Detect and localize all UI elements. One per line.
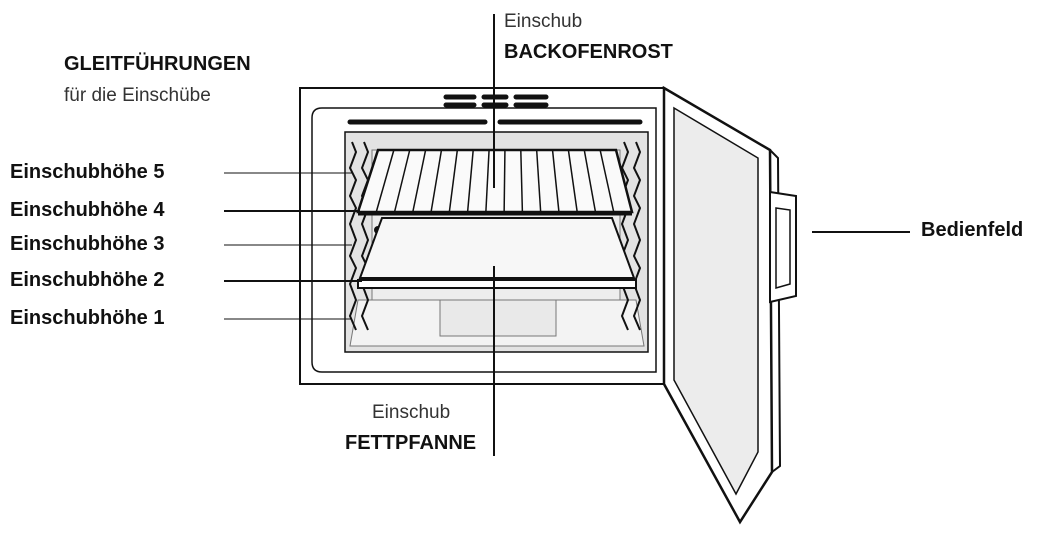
label-backofenrost: BACKOFENROST: [504, 41, 673, 63]
leader-lines: [224, 14, 910, 456]
label-einschubhoehe-4: Einschubhöhe 4: [10, 199, 165, 221]
label-gleitfuehrungen-sub: für die Einschübe: [64, 85, 211, 106]
rack-bar: [375, 149, 395, 213]
rack-bar: [412, 149, 427, 213]
label-fettpfanne: FETTPFANNE: [345, 432, 477, 454]
label-bedienfeld: Bedienfeld: [921, 219, 1024, 241]
label-einschubhoehe-2: Einschubhöhe 2: [10, 269, 165, 291]
left-rails: [348, 141, 370, 331]
label-einschubhoehe-1: Einschubhöhe 1: [10, 307, 165, 329]
label-einschubhoehe-3: Einschubhöhe 3: [10, 233, 165, 255]
rack-bar: [551, 149, 560, 213]
rack-bar: [485, 149, 490, 213]
rack-bar: [503, 149, 506, 213]
fettpfanne-rim: [357, 279, 637, 289]
rack-bar: [535, 149, 542, 213]
rack-bar: [466, 149, 474, 213]
rack-bar: [599, 149, 615, 213]
label-pfanne-einschub: Einschub: [372, 402, 451, 423]
label-gleitfuehrungen: GLEITFÜHRUNGEN: [64, 53, 251, 75]
floor-plate: [439, 299, 557, 337]
rack-bar: [393, 149, 411, 213]
door-side: [769, 149, 782, 473]
oven-body-inner-frame: [311, 107, 657, 373]
fettpfanne: [358, 217, 636, 279]
rack-bar: [520, 149, 524, 213]
rack-bar: [583, 149, 597, 213]
rack-bar: [448, 149, 459, 213]
label-einschubhoehe-5: Einschubhöhe 5: [10, 161, 165, 183]
bedienfeld-inner: [775, 207, 791, 289]
right-rails: [620, 141, 642, 331]
rack-bar: [567, 149, 578, 213]
rack-bar: [430, 149, 443, 213]
door-glass: [673, 106, 759, 496]
label-rost-einschub: Einschub: [504, 11, 583, 32]
